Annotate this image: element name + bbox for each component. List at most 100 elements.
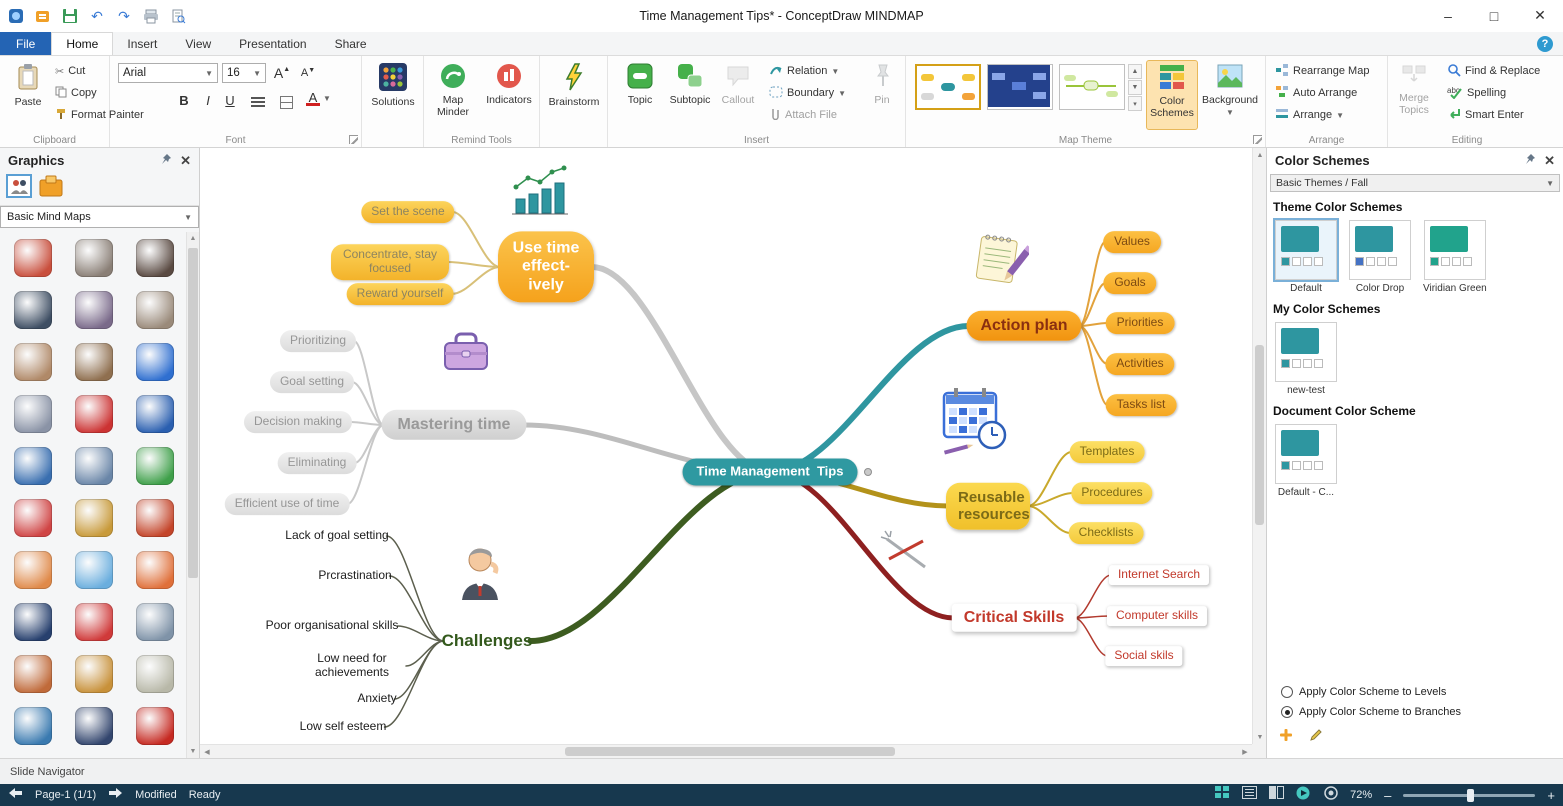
merge-topics-button[interactable]: Merge Topics: [1390, 60, 1438, 130]
tab-file[interactable]: File: [0, 32, 52, 55]
tab-insert[interactable]: Insert: [127, 36, 158, 51]
print-icon[interactable]: [141, 6, 161, 26]
clipart-progress-chart[interactable]: [124, 440, 185, 492]
font-size-select[interactable]: 16▼: [222, 63, 266, 83]
clipart-figure-at-bin[interactable]: [124, 388, 185, 440]
scroll-down-icon[interactable]: ▼: [189, 748, 197, 755]
clipart-man-carrying-box[interactable]: [2, 336, 63, 388]
callout-button[interactable]: Callout: [714, 60, 762, 130]
topic-social[interactable]: Social skils: [1105, 646, 1183, 666]
clipart-clock-landscape[interactable]: [2, 544, 63, 596]
map-theme-dialog-launcher-icon[interactable]: [1253, 135, 1262, 144]
solutions-button[interactable]: Solutions: [369, 60, 417, 130]
shrink-font-button[interactable]: A▼: [300, 66, 316, 80]
library-tab-symbols[interactable]: [38, 174, 64, 203]
clipart-wall-clock[interactable]: [124, 596, 185, 648]
clipart-woman-working[interactable]: [124, 284, 185, 336]
topic-goalsetting[interactable]: Goal setting: [269, 371, 355, 393]
clipart-night-scene[interactable]: [2, 596, 63, 648]
tab-home[interactable]: Home: [51, 32, 114, 55]
find-replace-button[interactable]: Find & Replace: [1444, 61, 1543, 81]
format-painter-button[interactable]: Format Painter: [52, 105, 147, 125]
subtopic-button[interactable]: Subtopic: [666, 60, 714, 130]
background-button[interactable]: Background ▼: [1202, 60, 1258, 130]
graphics-scrollbar[interactable]: ▲ ▼: [186, 232, 199, 758]
redo-icon[interactable]: ↷: [118, 7, 130, 24]
theme-thumb-blue[interactable]: [987, 64, 1053, 110]
clipart-house[interactable]: [124, 492, 185, 544]
tab-view[interactable]: View: [185, 36, 212, 51]
topic-procrast[interactable]: Prcrastination: [318, 568, 392, 583]
clipart-team-figures[interactable]: [2, 232, 63, 284]
clipart-woman-at-desk[interactable]: [63, 232, 124, 284]
scroll-left-icon[interactable]: ◀: [204, 749, 210, 756]
scroll-up-icon[interactable]: ▲: [1256, 151, 1264, 159]
topic-checklists[interactable]: Checklists: [1068, 522, 1144, 544]
topic-lowneed[interactable]: Low need for achievements: [314, 651, 390, 679]
clipart-red-car[interactable]: [124, 700, 185, 752]
zoom-slider[interactable]: [1403, 788, 1536, 802]
minimize-button[interactable]: –: [1444, 7, 1452, 24]
theme-thumb-classic[interactable]: [915, 64, 981, 110]
clipart-swimmer[interactable]: [2, 700, 63, 752]
font-color-button[interactable]: A ▼: [306, 90, 331, 106]
gallery-down-icon[interactable]: ▼: [1128, 80, 1142, 95]
theme-thumb-green[interactable]: [1059, 64, 1125, 110]
pin-panel-icon[interactable]: [1524, 153, 1536, 168]
topic-activities[interactable]: Activities: [1105, 353, 1175, 375]
help-icon[interactable]: ?: [1537, 35, 1553, 52]
gallery-more-icon[interactable]: ▾: [1128, 96, 1142, 111]
clipart-sky-clouds[interactable]: [63, 544, 124, 596]
print-preview-icon[interactable]: [168, 6, 188, 26]
clipart-businesswoman[interactable]: [124, 232, 185, 284]
topic-eliminating[interactable]: Eliminating: [277, 452, 357, 474]
clipart-airplane[interactable]: [63, 700, 124, 752]
clipart-businessman[interactable]: [2, 284, 63, 336]
topic-prioritizing[interactable]: Prioritizing: [279, 330, 357, 352]
record-icon[interactable]: [1324, 785, 1338, 805]
topic-efficient[interactable]: Efficient use of time: [224, 493, 350, 515]
brainstorm-button[interactable]: Brainstorm: [549, 60, 599, 130]
relation-button[interactable]: Relation▼: [766, 61, 849, 81]
pin-panel-icon[interactable]: [160, 153, 172, 168]
grow-font-button[interactable]: A▲: [273, 65, 291, 81]
clipart-sunset-scene[interactable]: [124, 544, 185, 596]
calendar-clock-clipart-icon[interactable]: [938, 385, 1012, 464]
topic-critical[interactable]: Critical Skills: [951, 603, 1077, 633]
font-family-select[interactable]: Arial▼: [118, 63, 218, 83]
tab-share[interactable]: Share: [334, 36, 367, 51]
add-scheme-icon[interactable]: [1279, 728, 1293, 747]
grid-view-icon[interactable]: [1215, 786, 1230, 804]
scrollbar-thumb[interactable]: [565, 747, 895, 756]
scrollbar-thumb[interactable]: [1255, 345, 1264, 525]
topic-reusable[interactable]: Reusable resources: [946, 482, 1030, 530]
clipart-team-chart[interactable]: [2, 440, 63, 492]
attach-file-button[interactable]: Attach File: [766, 105, 849, 125]
topic-center[interactable]: Time Management Tips: [682, 458, 858, 486]
topic-reward[interactable]: Reward yourself: [346, 283, 454, 305]
notepad-pencil-clipart-icon[interactable]: [971, 230, 1033, 291]
split-view-icon[interactable]: [1269, 786, 1285, 804]
font-dialog-launcher-icon[interactable]: [349, 135, 358, 144]
topic-lackgoal[interactable]: Lack of goal setting: [285, 528, 389, 543]
map-minder-button[interactable]: Map Minder: [426, 60, 480, 130]
radio-apply-levels[interactable]: Apply Color Scheme to Levels: [1281, 686, 1461, 698]
close-panel-icon[interactable]: ✕: [180, 152, 191, 168]
topic-button[interactable]: Topic: [616, 60, 664, 130]
clipart-running-man[interactable]: [2, 648, 63, 700]
topic-setscene[interactable]: Set the scene: [361, 201, 455, 223]
clipart-chef[interactable]: [124, 648, 185, 700]
gallery-up-icon[interactable]: ▲: [1128, 64, 1142, 79]
color-scheme-default[interactable]: Default: [1273, 218, 1339, 294]
canvas-horizontal-scrollbar[interactable]: ◀ ▶: [200, 744, 1252, 758]
clipart-woman-reading[interactable]: [63, 336, 124, 388]
indicators-button[interactable]: Indicators: [482, 60, 536, 130]
color-scheme-default-c[interactable]: Default - C...: [1275, 424, 1337, 498]
clipart-tear-off-calendar[interactable]: [63, 596, 124, 648]
clipart-hamburger[interactable]: [63, 648, 124, 700]
bold-button[interactable]: B: [174, 90, 194, 110]
border-button[interactable]: [276, 92, 296, 112]
scroll-down-icon[interactable]: ▼: [1256, 733, 1264, 741]
